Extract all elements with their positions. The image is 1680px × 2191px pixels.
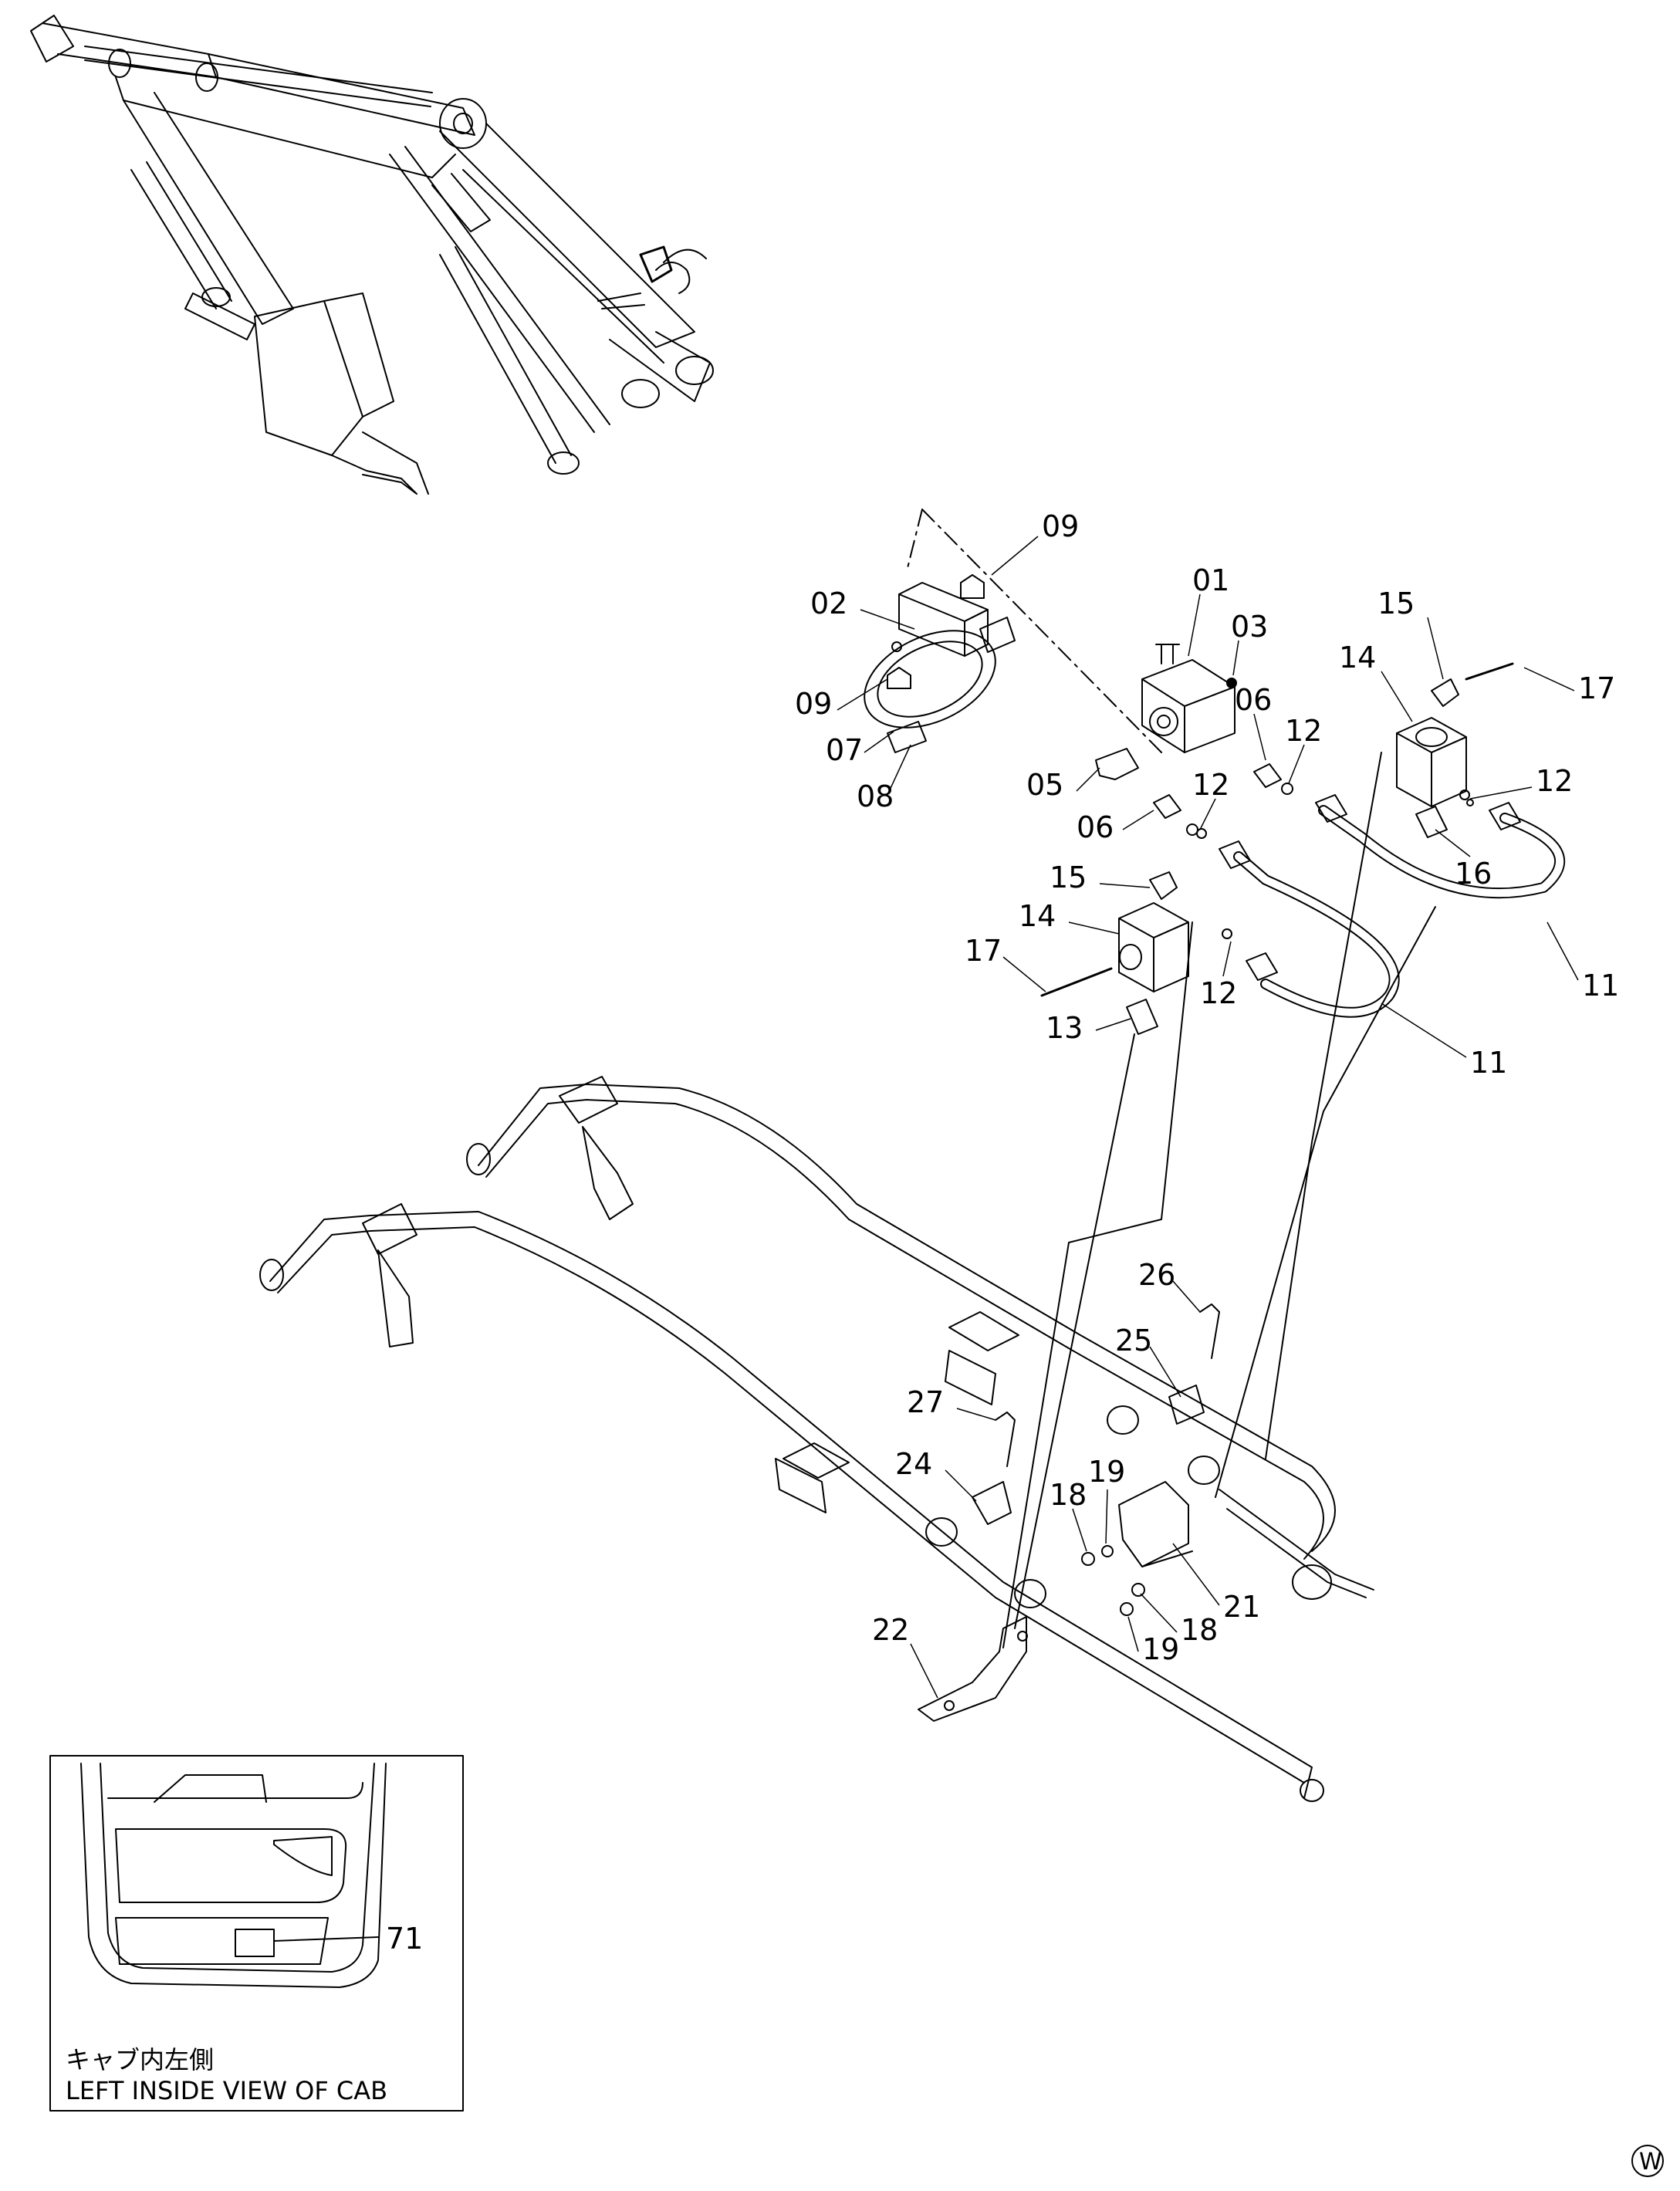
label-leaders [837, 536, 1578, 1698]
label-12-d: 12 [1200, 976, 1237, 1010]
hoses-11 [1197, 795, 1560, 1013]
label-09-left: 09 [795, 687, 832, 721]
label-19-lower: 19 [1142, 1632, 1179, 1666]
label-16: 16 [1455, 857, 1492, 891]
label-14-top: 14 [1339, 641, 1376, 675]
label-12-b: 12 [1192, 768, 1229, 802]
label-12-a: 12 [1285, 714, 1322, 748]
inset-title-jp: キャブ内左側 [66, 2045, 214, 2074]
block-14-lower [1042, 872, 1188, 1034]
label-17-left: 17 [965, 934, 1002, 968]
label-11-lower: 11 [1470, 1046, 1507, 1080]
label-19-top: 19 [1088, 1455, 1125, 1489]
corner-mark-circle [1632, 2145, 1663, 2176]
pipe-lines [260, 1077, 1374, 1801]
label-17-right: 17 [1578, 671, 1615, 705]
label-11-right: 11 [1582, 969, 1619, 1003]
label-07: 07 [826, 733, 863, 767]
label-27: 27 [907, 1385, 944, 1419]
label-15-top: 15 [1377, 587, 1415, 620]
label-22: 22 [872, 1613, 909, 1647]
block-14-upper [1397, 664, 1513, 837]
label-71: 71 [386, 1922, 423, 1956]
label-26: 26 [1138, 1258, 1175, 1292]
label-14-lower: 14 [1019, 899, 1056, 933]
part-labels: 09 02 01 03 15 14 17 09 06 12 07 12 12 0… [386, 509, 1619, 1956]
label-08: 08 [857, 779, 894, 813]
small-parts [918, 1304, 1219, 1721]
label-25: 25 [1115, 1324, 1152, 1358]
label-12-c: 12 [1536, 764, 1573, 798]
label-18-lower: 18 [1181, 1613, 1218, 1647]
inset-title-en: LEFT INSIDE VIEW OF CAB [66, 2076, 387, 2105]
boom-arm-illustration [31, 15, 713, 494]
label-24: 24 [895, 1447, 932, 1481]
clamp-assembly [849, 509, 1165, 756]
label-05: 05 [1026, 768, 1063, 802]
label-06-right: 06 [1235, 683, 1272, 717]
cab-inset [50, 1756, 463, 2111]
label-02: 02 [810, 587, 847, 620]
valve-block-01 [1096, 644, 1293, 835]
label-15-lower: 15 [1050, 861, 1087, 894]
label-09-top: 09 [1042, 509, 1079, 543]
label-01: 01 [1192, 563, 1229, 597]
label-13: 13 [1046, 1011, 1083, 1045]
corner-mark: W [1639, 2149, 1662, 2176]
label-03: 03 [1231, 610, 1268, 644]
label-21: 21 [1223, 1590, 1260, 1624]
label-06-left: 06 [1077, 810, 1114, 844]
label-18-top: 18 [1050, 1478, 1087, 1512]
